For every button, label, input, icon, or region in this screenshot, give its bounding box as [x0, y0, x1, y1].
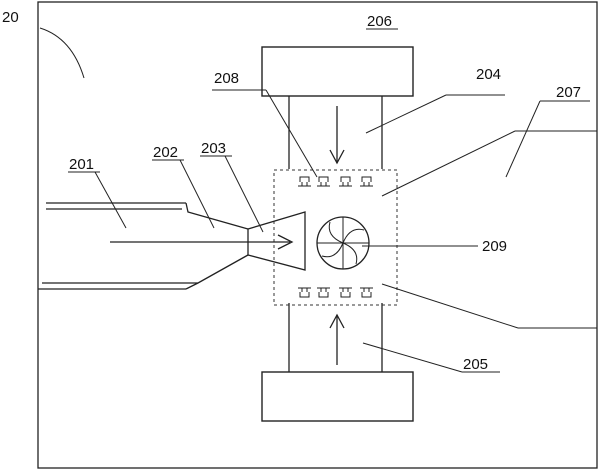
label-20: 20: [2, 9, 19, 26]
label-202: 202: [153, 144, 178, 161]
emitter-icon: [298, 287, 311, 298]
emitter-icon: [339, 176, 352, 187]
nozzle: [247, 211, 306, 271]
contraction-upper: [185, 202, 249, 230]
label-207: 207: [556, 84, 581, 101]
lower-unit-box: [261, 371, 414, 422]
emitter-row-top: [298, 176, 373, 187]
leader-204: [365, 94, 447, 134]
leader-20: [39, 27, 85, 79]
upper-unit-box: [261, 46, 414, 97]
leader-207-label: [505, 100, 541, 178]
leader-208-diagonal: [265, 89, 318, 178]
emitter-icon: [360, 176, 373, 187]
emitter-icon: [339, 287, 352, 298]
chamber-dashed-box: [273, 169, 398, 306]
arrow-icon: [329, 313, 345, 365]
contraction-lower: [185, 254, 249, 290]
emitter-icon: [298, 176, 311, 187]
emitter-icon: [317, 176, 330, 187]
arrow-icon: [329, 106, 345, 165]
arrow-icon: [110, 234, 294, 250]
leader-203: [224, 155, 264, 233]
fan-icon: [316, 216, 370, 270]
label-203: 203: [201, 140, 226, 157]
label-208: 208: [214, 70, 239, 87]
emitter-icon: [360, 287, 373, 298]
emitter-icon: [317, 287, 330, 298]
label-209: 209: [482, 238, 507, 255]
label-201: 201: [69, 156, 94, 173]
outer-frame: [37, 1, 598, 469]
emitter-row-bottom: [298, 287, 373, 298]
leader-207-bottom: [381, 283, 519, 329]
label-206: 206: [367, 13, 392, 30]
leader-202: [179, 159, 215, 229]
label-205: 205: [463, 356, 488, 373]
leader-207-top: [381, 130, 516, 197]
label-204: 204: [476, 66, 501, 83]
leader-201: [94, 171, 127, 229]
leader-205: [362, 342, 463, 373]
